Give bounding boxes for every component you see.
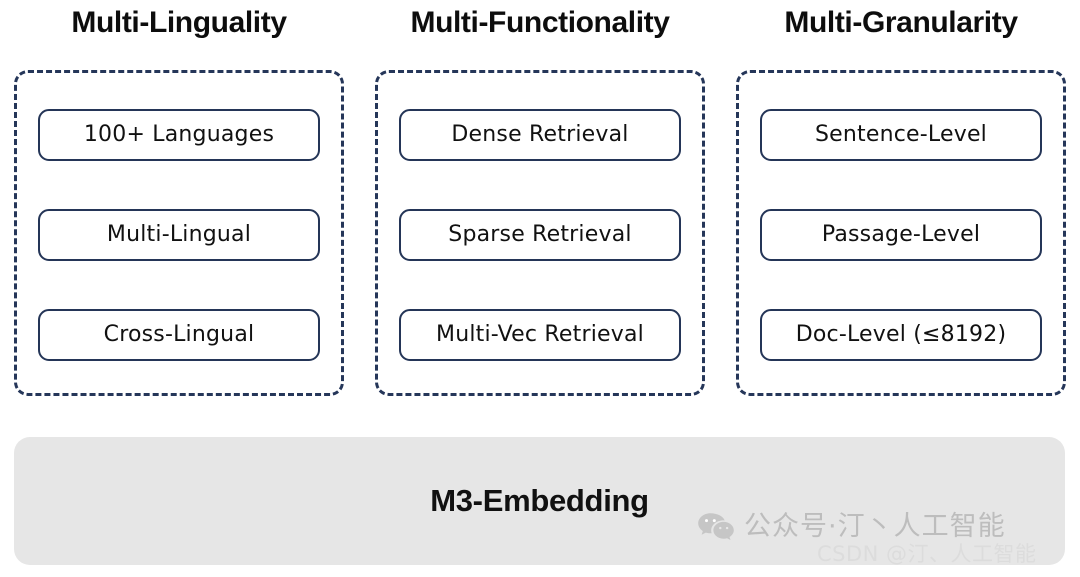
column-title-multi-functionality: Multi-Functionality [410, 6, 670, 39]
column-multi-linguality: Multi-Linguality 100+ Languages Multi-Li… [14, 0, 344, 400]
item-box-passage-level[interactable]: Passage-Level [760, 209, 1042, 261]
m3-embedding-bar: M3-Embedding [14, 437, 1065, 565]
item-label: Sparse Retrieval [448, 222, 632, 247]
item-box-dense-retrieval[interactable]: Dense Retrieval [399, 109, 681, 161]
dashed-container-multi-linguality: 100+ Languages Multi-Lingual Cross-Lingu… [14, 70, 344, 396]
item-box-100-languages[interactable]: 100+ Languages [38, 109, 320, 161]
m3-embedding-label: M3-Embedding [430, 483, 649, 518]
diagram-columns: Multi-Linguality 100+ Languages Multi-Li… [14, 0, 1066, 400]
item-box-multi-vec-retrieval[interactable]: Multi-Vec Retrieval [399, 309, 681, 361]
item-label: Multi-Vec Retrieval [436, 322, 644, 347]
item-label: Dense Retrieval [451, 122, 629, 147]
column-multi-functionality: Multi-Functionality Dense Retrieval Spar… [375, 0, 705, 400]
item-label: Doc-Level (≤8192) [795, 322, 1007, 347]
dashed-container-multi-functionality: Dense Retrieval Sparse Retrieval Multi-V… [375, 70, 705, 396]
item-label: Sentence-Level [815, 122, 987, 147]
item-box-sentence-level[interactable]: Sentence-Level [760, 109, 1042, 161]
column-multi-granularity: Multi-Granularity Sentence-Level Passage… [736, 0, 1066, 400]
item-box-doc-level[interactable]: Doc-Level (≤8192) [760, 309, 1042, 361]
item-box-sparse-retrieval[interactable]: Sparse Retrieval [399, 209, 681, 261]
column-title-multi-granularity: Multi-Granularity [784, 6, 1018, 39]
column-title-multi-linguality: Multi-Linguality [71, 6, 287, 39]
item-label: Multi-Lingual [106, 222, 252, 247]
item-label: Cross-Lingual [103, 322, 255, 347]
item-label: 100+ Languages [83, 122, 275, 147]
item-box-cross-lingual[interactable]: Cross-Lingual [38, 309, 320, 361]
dashed-container-multi-granularity: Sentence-Level Passage-Level Doc-Level (… [736, 70, 1066, 396]
item-box-multi-lingual[interactable]: Multi-Lingual [38, 209, 320, 261]
item-label: Passage-Level [821, 222, 981, 247]
